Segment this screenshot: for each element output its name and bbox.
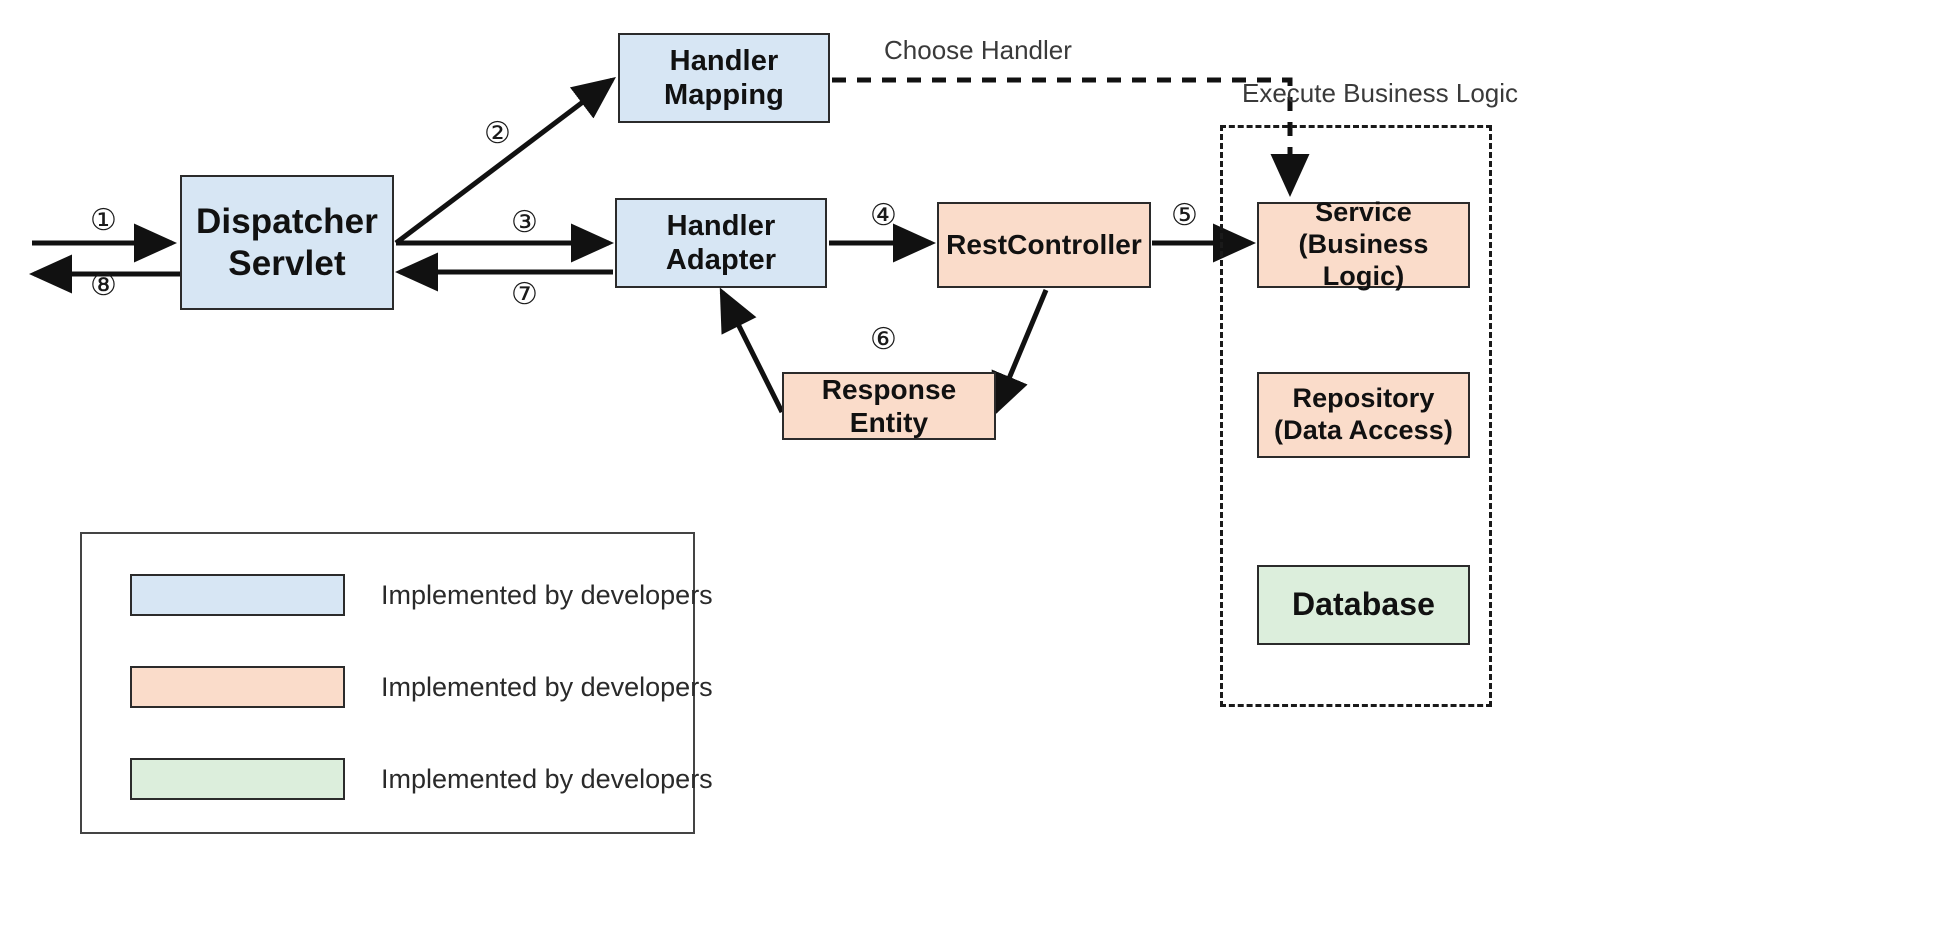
step-number-1: ① bbox=[90, 204, 117, 237]
caption-choose-handler: Choose Handler bbox=[884, 35, 1072, 65]
legend-swatch-green bbox=[130, 758, 345, 800]
step-number-5: ⑤ bbox=[1171, 199, 1198, 232]
legend-swatch-peach bbox=[130, 666, 345, 708]
node-handler-mapping[interactable]: Handler Mapping bbox=[618, 33, 830, 123]
step-number-8: ⑧ bbox=[90, 269, 117, 302]
node-response-entity[interactable]: Response Entity bbox=[782, 372, 996, 440]
arrow-step-6 bbox=[719, 287, 785, 414]
step-number-7: ⑦ bbox=[511, 278, 538, 311]
node-dispatcher-servlet[interactable]: Dispatcher Servlet bbox=[180, 175, 394, 310]
arrow-step-2 bbox=[394, 76, 616, 245]
node-repository[interactable]: Repository (Data Access) bbox=[1257, 372, 1470, 458]
caption-execute-business-logic: Execute Business Logic bbox=[1242, 78, 1519, 108]
arrow-choose-handler bbox=[832, 77, 1310, 198]
node-database[interactable]: Database bbox=[1257, 565, 1470, 645]
node-handler-adapter[interactable]: Handler Adapter bbox=[615, 198, 827, 288]
node-rest-controller[interactable]: RestController bbox=[937, 202, 1151, 288]
step-number-6: ⑥ bbox=[870, 323, 897, 356]
legend-swatch-blue bbox=[130, 574, 345, 616]
legend-item-peach[interactable]: Implemented by developers bbox=[130, 666, 713, 708]
step-number-3: ③ bbox=[511, 206, 538, 239]
node-service[interactable]: Service (Business Logic) bbox=[1257, 197, 1470, 291]
arrow-controller-to-response-entity bbox=[991, 289, 1049, 417]
legend-label-peach: Implemented by developers bbox=[381, 671, 713, 702]
legend-label-blue: Implemented by developers bbox=[381, 579, 713, 610]
step-number-4: ④ bbox=[870, 199, 897, 232]
execute-business-logic-group bbox=[1220, 125, 1492, 707]
step-number-2: ② bbox=[484, 117, 511, 150]
legend-item-green[interactable]: Implemented by developers bbox=[130, 758, 713, 800]
legend-panel: Implemented by developers Implemented by… bbox=[80, 532, 713, 834]
legend-label-green: Implemented by developers bbox=[381, 763, 713, 794]
legend-item-blue[interactable]: Implemented by developers bbox=[130, 574, 713, 616]
